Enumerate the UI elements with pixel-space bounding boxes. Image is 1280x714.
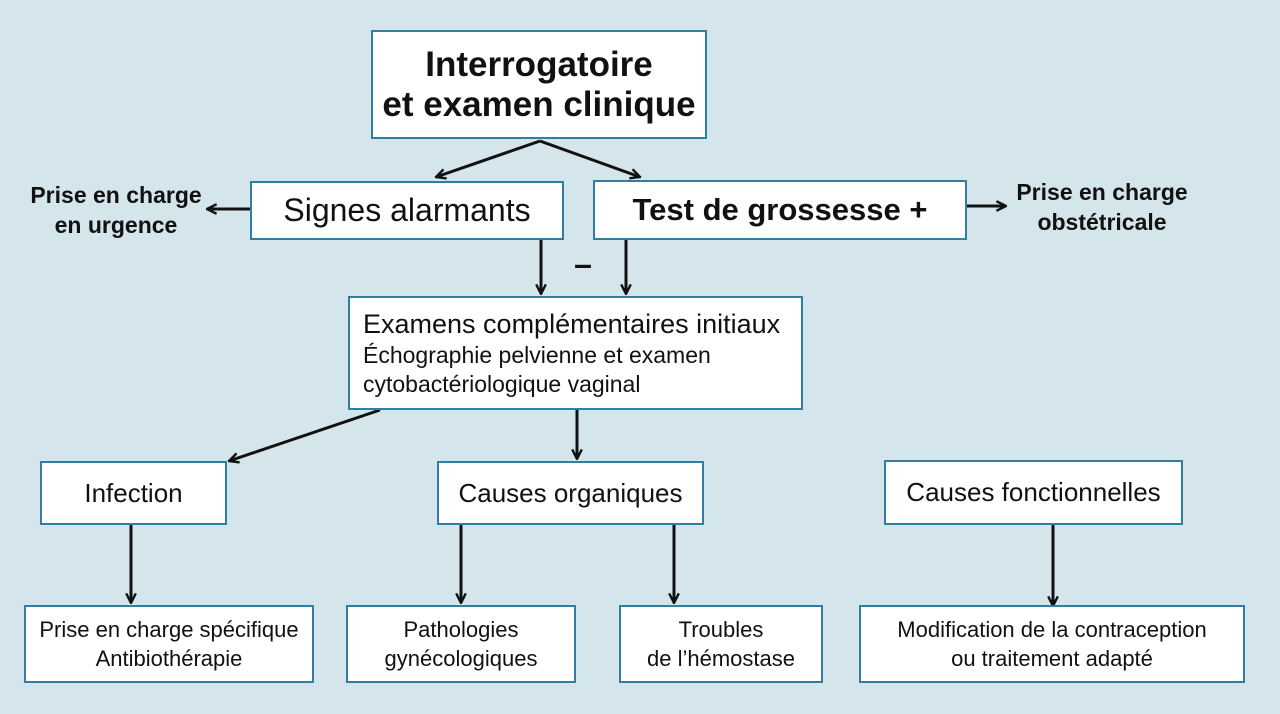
specific-care-line-1: Prise en charge spécifique: [39, 617, 299, 642]
gyn-pathologies-line-1: Pathologies: [403, 617, 519, 642]
urgent-care-label: Prise en charge en urgence: [20, 180, 212, 240]
gyn-pathologies-box: Pathologies gynécologiques: [346, 605, 576, 683]
arrow-start-to-alarm: [436, 139, 541, 177]
alarm-signs-box: Signes alarmants: [250, 181, 564, 240]
initial-exams-box: Examens complémentaires initiaux Échogra…: [348, 296, 803, 410]
functional-causes-label: Causes fonctionnelles: [906, 477, 1161, 507]
contraception-box: Modification de la contraception ou trai…: [859, 605, 1245, 683]
organic-causes-label: Causes organiques: [458, 477, 683, 508]
start-line-1: Interrogatoire: [425, 44, 653, 84]
hemostasis-line-2: de l’hémostase: [647, 646, 795, 671]
initial-exams-title: Examens complémentaires initiaux: [363, 309, 781, 339]
start-box: Interrogatoire et examen clinique: [371, 30, 707, 139]
contraception-line-2: ou traitement adapté: [951, 646, 1153, 671]
pregnancy-test-label: Test de grossesse +: [632, 192, 928, 227]
organic-causes-box: Causes organiques: [437, 461, 704, 525]
negative-sign: –: [574, 246, 592, 282]
specific-care-line-2: Antibiothérapie: [95, 646, 243, 671]
initial-exams-line-3: cytobactériologique vaginal: [363, 371, 641, 397]
initial-exams-line-2: Échographie pelvienne et examen: [363, 342, 711, 368]
functional-causes-box: Causes fonctionnelles: [884, 460, 1183, 525]
hemostasis-box: Troubles de l’hémostase: [619, 605, 823, 683]
specific-care-box: Prise en charge spécifique Antibiothérap…: [24, 605, 314, 683]
urgent-care-line-2: en urgence: [54, 212, 178, 238]
arrow-start-to-pregnancy: [539, 139, 640, 177]
pregnancy-test-box: Test de grossesse +: [593, 180, 967, 240]
contraception-line-1: Modification de la contraception: [897, 617, 1207, 642]
urgent-care-line-1: Prise en charge: [30, 182, 202, 208]
infection-box: Infection: [40, 461, 227, 525]
obstetric-care-line-2: obstétricale: [1037, 209, 1167, 235]
obstetric-care-line-1: Prise en charge: [1016, 179, 1188, 205]
arrow-exams-to-infection: [229, 408, 381, 461]
start-line-2: et examen clinique: [382, 84, 696, 124]
infection-label: Infection: [84, 477, 183, 508]
obstetric-care-label: Prise en charge obstétricale: [1006, 177, 1198, 237]
hemostasis-line-1: Troubles: [678, 617, 764, 642]
alarm-signs-label: Signes alarmants: [283, 192, 531, 228]
gyn-pathologies-line-2: gynécologiques: [384, 646, 538, 671]
